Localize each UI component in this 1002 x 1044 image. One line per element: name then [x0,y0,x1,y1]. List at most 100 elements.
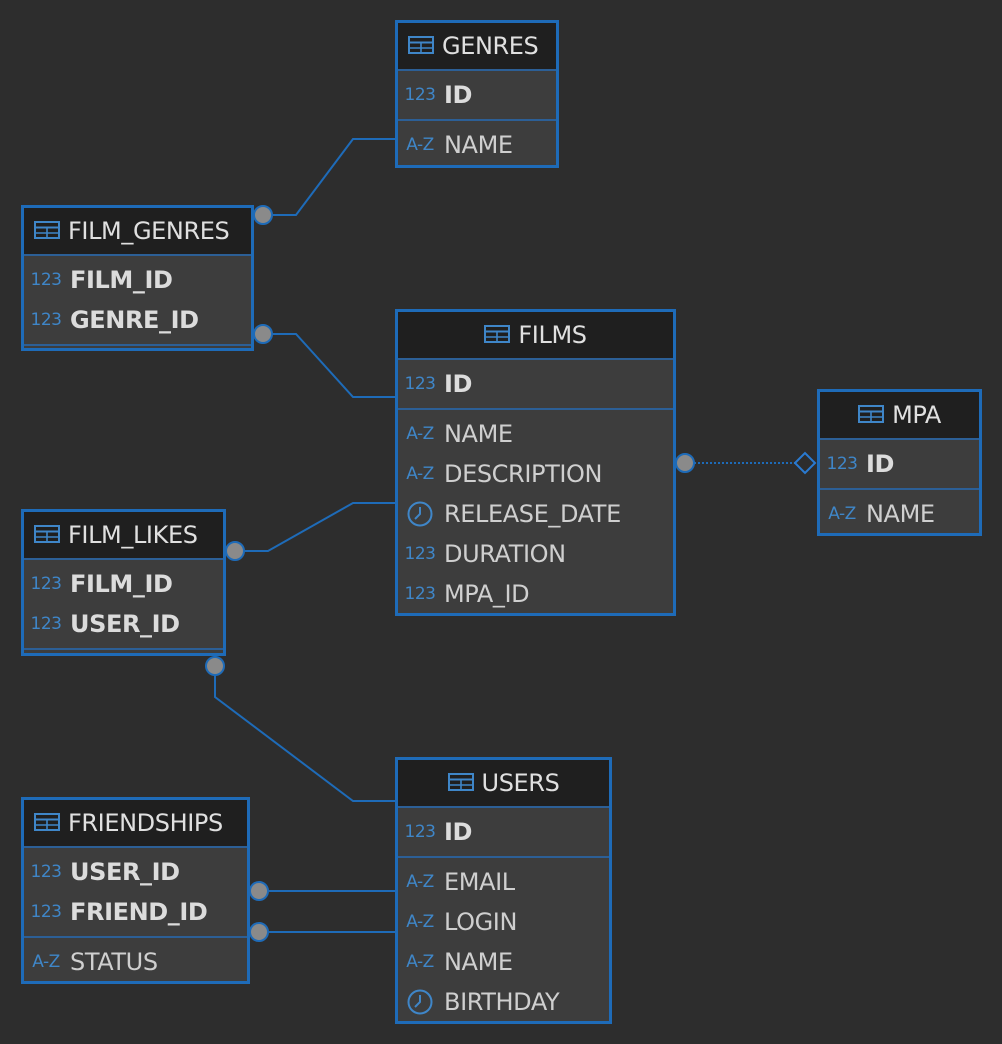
numeric-type-icon: 123 [404,584,436,604]
column-row[interactable]: 123 ID [820,444,979,484]
entity-header[interactable]: FILMS [398,312,673,360]
numeric-type-icon: 123 [30,862,62,882]
table-grid-icon [34,217,60,245]
column-row[interactable]: A-Z DESCRIPTION [398,454,673,494]
column-row[interactable]: RELEASE_DATE [398,494,673,534]
column-name: BIRTHDAY [444,988,560,1016]
table-grid-icon [34,809,60,837]
text-type-icon: A-Z [406,464,434,484]
entity-title: FILM_GENRES [68,217,230,245]
column-name: EMAIL [444,868,515,896]
column-name: DESCRIPTION [444,460,603,488]
column-row[interactable]: A-Z STATUS [24,942,247,982]
entity-title: FILM_LIKES [68,521,198,549]
section-divider [24,344,251,349]
column-name: ID [866,450,895,478]
table-grid-icon [858,401,885,429]
numeric-type-icon: 123 [404,822,436,842]
link-film-likes-films[interactable] [245,502,395,552]
endpoint-dot-icon [249,922,269,942]
link-film-genres-genres[interactable] [273,138,395,216]
column-section: 123 ID [398,71,556,119]
column-row[interactable]: 123 ID [398,75,556,115]
endpoint-dot-icon [675,453,695,473]
entity-header[interactable]: FILM_LIKES [24,512,223,560]
column-name: NAME [444,948,513,976]
column-row[interactable]: A-Z NAME [820,494,979,534]
numeric-type-icon: 123 [404,374,436,394]
column-row[interactable]: 123 MPA_ID [398,574,673,614]
text-type-icon: A-Z [406,424,434,444]
numeric-type-icon: 123 [826,454,858,474]
column-row[interactable]: A-Z NAME [398,414,673,454]
column-name: MPA_ID [444,580,530,608]
link-film-genres-films[interactable] [273,333,395,398]
entity-header[interactable]: FILM_GENRES [24,208,251,256]
table-grid-icon [484,321,511,349]
column-row[interactable]: A-Z EMAIL [398,862,609,902]
column-section: A-Z STATUS [24,936,247,986]
entity-title: MPA [892,401,941,429]
entity-header[interactable]: GENRES [398,23,556,71]
column-name: NAME [866,500,935,528]
link-film-likes-users[interactable] [214,675,395,802]
section-divider [24,648,223,653]
entity-header[interactable]: FRIENDSHIPS [24,800,247,848]
column-section: A-Z NAME [820,488,979,538]
column-row[interactable]: A-Z NAME [398,942,609,982]
numeric-type-icon: 123 [30,574,62,594]
table-grid-icon [408,32,434,60]
numeric-type-icon: 123 [404,85,436,105]
entity-title: GENRES [442,32,539,60]
column-name: NAME [444,420,513,448]
column-name: USER_ID [70,610,180,638]
column-name: RELEASE_DATE [444,500,621,528]
column-name: ID [444,370,473,398]
entity-mpa[interactable]: MPA 123 ID A-Z NAME [817,389,982,536]
text-type-icon: A-Z [406,952,434,972]
column-name: ID [444,81,473,109]
clock-icon [401,989,439,1015]
entity-header[interactable]: USERS [398,760,609,808]
text-type-icon: A-Z [406,135,434,155]
diamond-endpoint-icon [793,451,817,475]
column-row[interactable]: 123 ID [398,364,673,404]
clock-icon [401,501,439,527]
column-section: 123 ID [398,360,673,408]
column-name: FRIEND_ID [70,898,208,926]
table-grid-icon [447,769,474,797]
endpoint-dot-icon [205,656,225,676]
column-row[interactable]: BIRTHDAY [398,982,609,1022]
entity-films[interactable]: FILMS 123 ID A-Z NAME A-Z DESCRIPTION RELEASE_D… [395,309,676,616]
numeric-type-icon: 123 [30,614,62,634]
text-type-icon: A-Z [828,504,856,524]
text-type-icon: A-Z [406,872,434,892]
table-grid-icon [34,521,60,549]
column-name: STATUS [70,948,158,976]
column-name: LOGIN [444,908,518,936]
text-type-icon: A-Z [32,952,60,972]
column-row[interactable]: 123 USER_ID [24,604,223,644]
entity-header[interactable]: MPA [820,392,979,440]
entity-title: USERS [481,769,560,797]
